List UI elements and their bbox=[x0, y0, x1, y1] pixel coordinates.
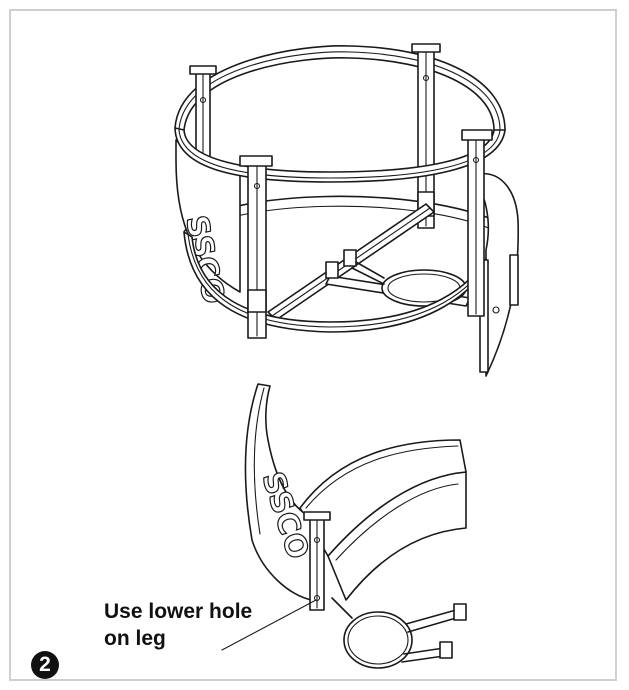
arm-end-cap bbox=[453, 603, 467, 621]
detail-leg bbox=[303, 511, 331, 611]
callout-leader-line bbox=[221, 599, 317, 651]
front-right-leg bbox=[461, 129, 493, 317]
front-left-leg bbox=[239, 155, 273, 339]
callout-label: Use lower hole on leg bbox=[104, 598, 252, 652]
detail-view: SSCO bbox=[221, 383, 467, 669]
detail-ash-pan-ring bbox=[331, 597, 467, 669]
callout-line-1: Use lower hole bbox=[104, 600, 253, 623]
step-number-badge: 2 bbox=[31, 651, 59, 679]
detached-side-panel: SSCO bbox=[244, 383, 317, 601]
lower-leg-hole bbox=[313, 594, 321, 602]
arm-end-cap bbox=[439, 641, 453, 659]
assembled-frame: SSCO bbox=[174, 43, 520, 377]
callout-line-2: on leg bbox=[104, 627, 166, 650]
ring-segment-top bbox=[299, 439, 467, 557]
